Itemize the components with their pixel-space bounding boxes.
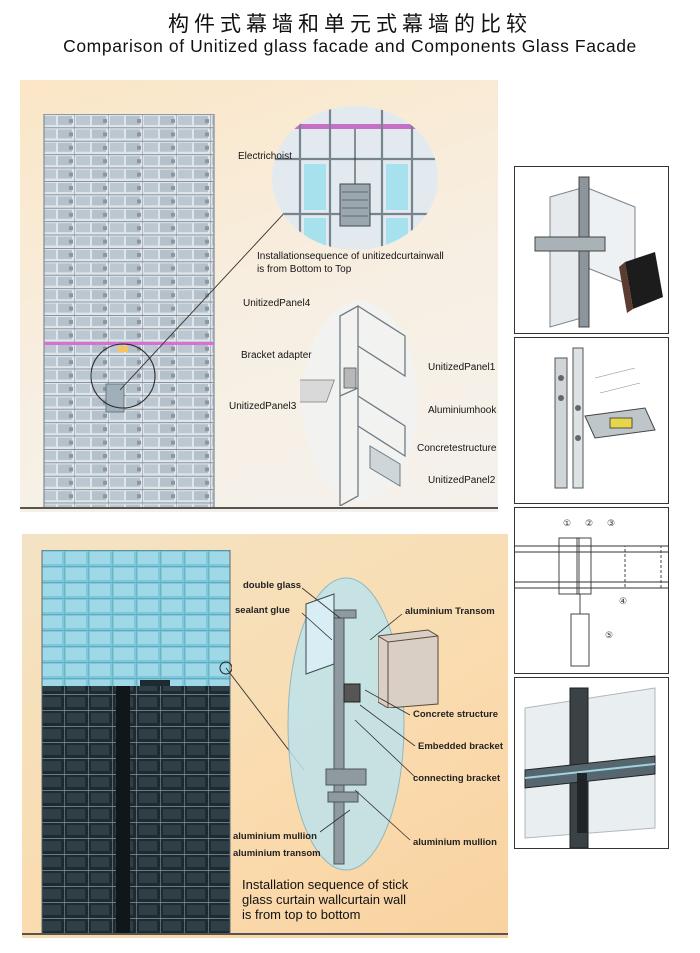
label-aluminium-mullion-left: aluminium mullion [233,831,317,842]
label-aluminium-transom-right: aluminium Transom [405,606,495,617]
stick-cross-joint-3d-detail [514,677,669,849]
electric-hoist-detail [272,106,438,250]
label-double-glass: double glass [243,580,302,591]
stick-building-illustration [41,550,232,935]
title-english: Comparison of Unitized glass facade and … [63,36,637,56]
label-concrete-structure-stick: Concrete structure [413,709,498,720]
section-marker-3: ③ [607,519,615,529]
unitized-joint-3d-detail [514,166,669,334]
installation-line-2: glass curtain wallcurtain wall [242,892,407,907]
installation-line-1: Installation sequence of stick [242,877,409,892]
stick-section-drawing: ① ② ③ ④ ⑤ [514,507,669,674]
label-installation-sequence-stick: Installation sequence of stick glass cur… [242,877,502,922]
section-marker-2: ② [585,519,593,529]
label-concrete-structure-unitized: Concretestructure [417,443,497,454]
unitized-hook-section-detail [514,337,669,504]
label-installation-direction-unitized: is from Bottom to Top [257,264,352,275]
concrete-structure-block [378,629,439,708]
label-aluminium-transom-left: aluminium transom [233,848,321,859]
section-marker-1: ① [563,519,571,529]
label-aluminium-hook: Aluminiumhook [428,405,497,416]
title-chinese: 构件式幕墙和单元式幕墙的比较 [168,12,532,36]
unitized-panel-assembly-illustration [300,301,418,506]
label-unitized-panel-1: UnitizedPanel1 [428,362,496,373]
label-unitized-panel-3: UnitizedPanel3 [229,401,297,412]
label-embedded-bracket: Embedded bracket [418,741,503,752]
section-marker-4: ④ [619,597,627,607]
label-connecting-bracket: connecting bracket [413,773,501,784]
section-marker-5: ⑤ [605,631,613,641]
label-aluminium-mullion-right: aluminium mullion [413,837,497,848]
label-unitized-panel-4: UnitizedPanel4 [243,298,311,309]
stick-system-detail [287,577,405,871]
label-unitized-panel-2: UnitizedPanel2 [428,475,496,486]
label-electric-hoist: Electrichoist [238,151,292,162]
unitized-building-illustration [43,114,215,509]
installation-line-3: is from top to bottom [242,907,361,922]
label-sealant-glue: sealant glue [235,605,290,616]
label-bracket-adapter: Bracket adapter [241,350,312,361]
label-installation-sequence-unitized: Installationsequence of unitizedcurtainw… [257,251,444,262]
